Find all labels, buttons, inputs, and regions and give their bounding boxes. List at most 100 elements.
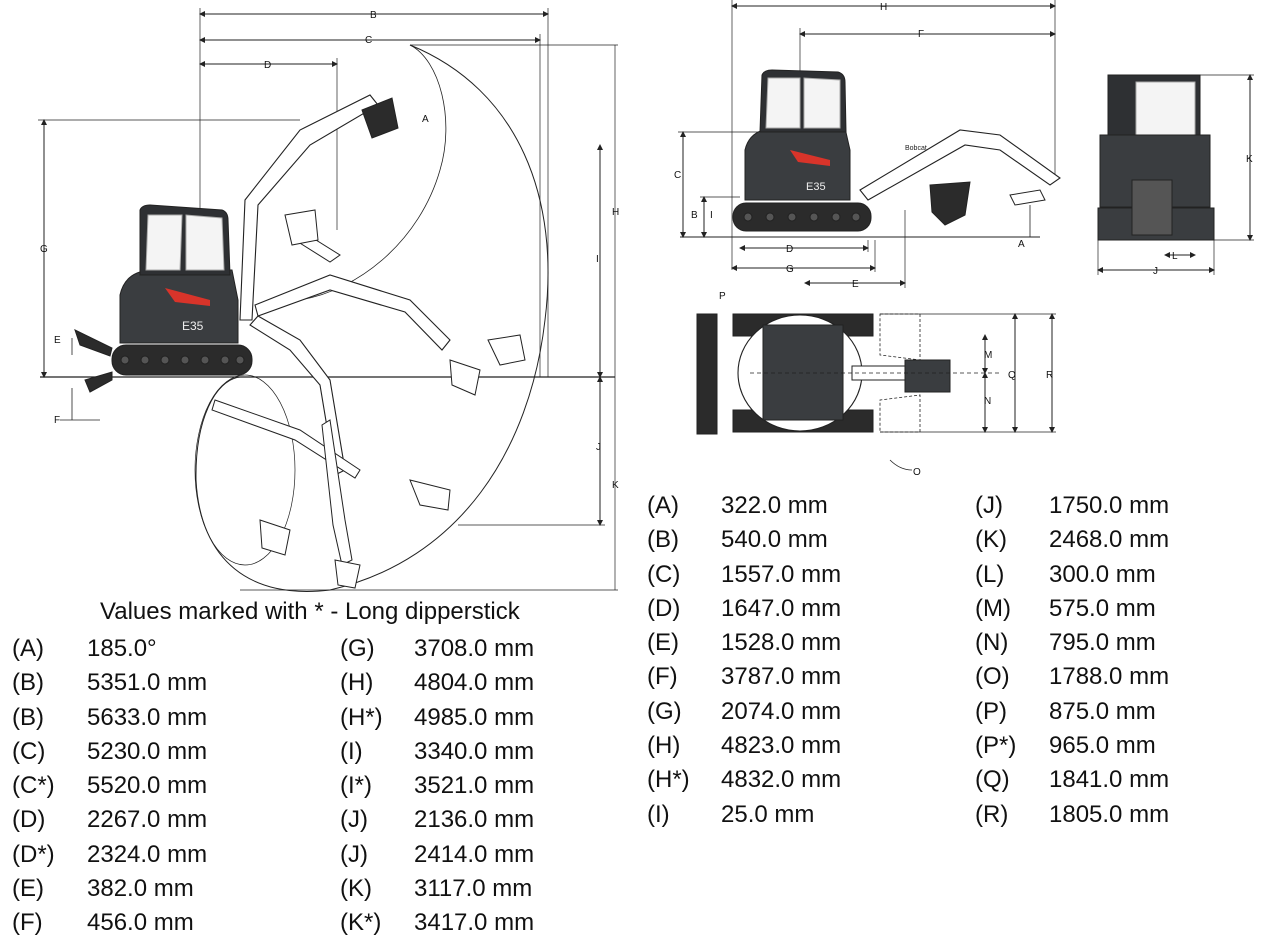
spec-code: (R) <box>975 800 1009 828</box>
spec-code: (C*) <box>12 772 55 800</box>
spec-value: 875.0 mm <box>1049 697 1156 725</box>
spec-value: 4985.0 mm <box>414 703 535 731</box>
spec-code: (J) <box>340 806 368 834</box>
spec-value: 5633.0 mm <box>87 703 208 731</box>
rear-view <box>1097 74 1254 275</box>
spec-value: 185.0° <box>87 635 157 662</box>
side-logo: E35 <box>182 319 204 333</box>
spec-code: (I) <box>340 737 363 765</box>
svg-text:N: N <box>984 396 991 407</box>
spec-code: (I*) <box>340 772 372 800</box>
svg-text:E: E <box>852 279 859 290</box>
spec-value: 795.0 mm <box>1049 629 1156 657</box>
spec-code: (H) <box>647 732 681 760</box>
top-view-labels: P M N Q R O <box>719 291 1053 478</box>
svg-text:I: I <box>596 254 599 265</box>
svg-text:A: A <box>422 114 429 125</box>
spec-code: (N) <box>975 629 1009 657</box>
spec-code: (D) <box>12 806 46 834</box>
spec-value: 382.0 mm <box>87 875 194 903</box>
svg-text:K: K <box>1246 154 1253 165</box>
spec-code: (Q) <box>975 766 1010 794</box>
spec-code: (H*) <box>647 766 690 794</box>
spec-code: (C) <box>647 560 681 588</box>
spec-value: 2468.0 mm <box>1049 526 1170 554</box>
spec-value: 5520.0 mm <box>87 772 208 800</box>
spec-value: 3787.0 mm <box>721 663 842 691</box>
svg-text:B: B <box>691 210 698 221</box>
svg-text:F: F <box>918 29 924 40</box>
spec-value: 25.0 mm <box>721 800 815 828</box>
spec-code: (A) <box>647 492 679 519</box>
spec-code: (F) <box>647 663 678 691</box>
spec-value: 456.0 mm <box>87 909 194 937</box>
svg-text:M: M <box>984 350 992 361</box>
spec-value: 4804.0 mm <box>414 669 535 697</box>
spec-code: (G) <box>647 697 682 725</box>
spec-value: 1841.0 mm <box>1049 766 1170 794</box>
side-working-range-view: E35 <box>38 8 618 592</box>
front-view-labels: H F C B I D G E A <box>674 2 1025 290</box>
top-view <box>696 313 1056 471</box>
spec-value: 4832.0 mm <box>721 766 842 794</box>
spec-code: (G) <box>340 635 375 662</box>
spec-value: 1805.0 mm <box>1049 800 1170 828</box>
spec-value: 2414.0 mm <box>414 840 535 868</box>
front-brand: Bobcat <box>905 145 927 152</box>
spec-value: 5230.0 mm <box>87 737 208 765</box>
svg-text:G: G <box>786 264 794 275</box>
svg-text:R: R <box>1046 370 1053 381</box>
spec-code: (P) <box>975 697 1007 725</box>
spec-value: 3708.0 mm <box>414 635 535 662</box>
spec-code: (F) <box>12 909 43 937</box>
svg-text:I: I <box>710 210 713 221</box>
svg-text:E: E <box>54 335 61 346</box>
svg-text:J: J <box>596 442 601 453</box>
spec-code: (D) <box>647 594 681 622</box>
spec-code: (B) <box>647 526 679 554</box>
svg-text:H: H <box>880 2 887 13</box>
spec-code: (E) <box>647 629 679 657</box>
spec-value: 3117.0 mm <box>414 875 533 903</box>
spec-code: (A) <box>12 635 44 662</box>
spec-code: (D*) <box>12 840 55 868</box>
spec-code: (K*) <box>340 909 382 937</box>
long-dipperstick-note: Values marked with * - Long dipperstick <box>100 598 520 625</box>
spec-value: 5351.0 mm <box>87 669 208 697</box>
svg-text:A: A <box>1018 239 1025 250</box>
spec-code: (H*) <box>340 703 383 731</box>
spec-code: (E) <box>12 875 44 903</box>
spec-code: (J) <box>975 492 1003 519</box>
spec-value: 1647.0 mm <box>721 594 842 622</box>
spec-value: 2136.0 mm <box>414 806 535 834</box>
svg-text:J: J <box>1153 266 1158 277</box>
spec-code: (K) <box>975 526 1007 554</box>
spec-code: (I) <box>647 800 670 828</box>
spec-value: 2267.0 mm <box>87 806 208 834</box>
spec-value: 1528.0 mm <box>721 629 842 657</box>
svg-text:H: H <box>612 207 619 218</box>
svg-text:L: L <box>1172 251 1178 262</box>
spec-value: 3521.0 mm <box>414 772 535 800</box>
spec-value: 3340.0 mm <box>414 737 535 765</box>
svg-text:C: C <box>674 170 681 181</box>
side-elevation-view: E35 Bobcat <box>678 0 1061 288</box>
spec-value: 540.0 mm <box>721 526 828 554</box>
spec-value: 575.0 mm <box>1049 594 1156 622</box>
spec-value: 965.0 mm <box>1049 732 1156 760</box>
svg-text:G: G <box>40 244 48 255</box>
spec-code: (O) <box>975 663 1010 691</box>
svg-text:Q: Q <box>1008 370 1016 381</box>
spec-code: (B) <box>12 669 44 697</box>
spec-value: 300.0 mm <box>1049 560 1156 588</box>
svg-text:D: D <box>264 60 271 71</box>
svg-text:D: D <box>786 244 793 255</box>
spec-code: (J) <box>340 840 368 868</box>
spec-code: (H) <box>340 669 374 697</box>
svg-text:O: O <box>913 467 921 478</box>
svg-text:F: F <box>54 415 60 426</box>
spec-code: (L) <box>975 560 1005 588</box>
svg-text:K: K <box>612 480 619 491</box>
spec-value: 1557.0 mm <box>721 560 842 588</box>
spec-code: (C) <box>12 737 46 765</box>
